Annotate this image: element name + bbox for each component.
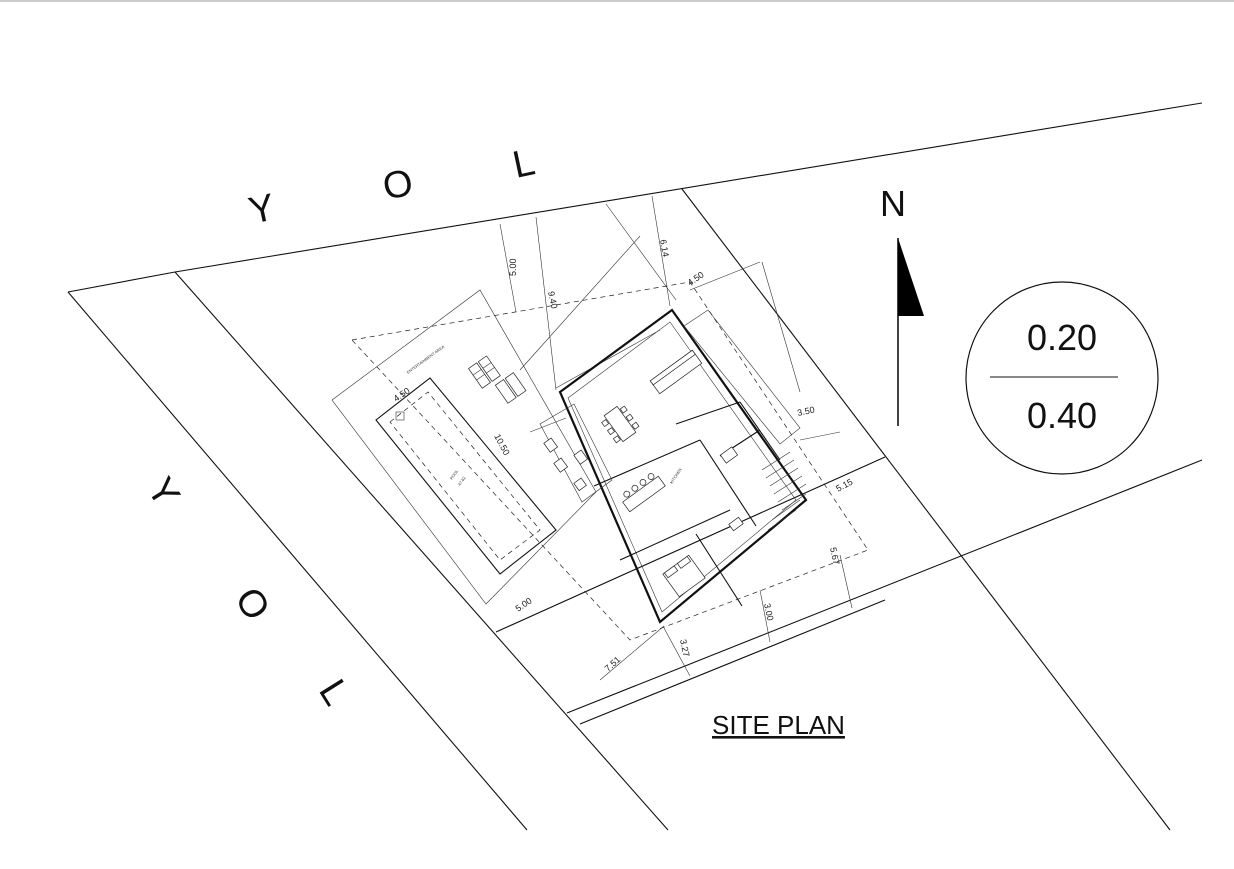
setback-line-12 (599, 625, 665, 681)
road-left-letter-3: L (310, 673, 357, 713)
lounger-3 (494, 379, 517, 404)
sofa (649, 349, 703, 395)
pool-outline (375, 377, 557, 575)
road-left-letter-1: Y (138, 471, 187, 515)
parcel-lines (495, 188, 1203, 831)
parcel-south-inner (579, 599, 886, 725)
lounger-4 (504, 372, 527, 397)
dim-3-50: 3.50 (796, 405, 815, 418)
road-left-edge-inner (174, 271, 669, 831)
parcel-mid-line (495, 456, 886, 633)
scale-bottom-value: 0.40 (1027, 395, 1097, 436)
dim-5-15: 5.15 (834, 477, 854, 494)
dining-table (601, 405, 640, 444)
partition-3 (675, 401, 741, 425)
plan-title: SITE PLAN (712, 710, 845, 740)
north-arrow: N (880, 183, 924, 426)
partition-7 (695, 533, 743, 607)
patio-outline (539, 403, 613, 503)
partition-2 (619, 509, 731, 561)
setback-line-2 (535, 216, 557, 391)
dim-10-50: 10.50 (492, 432, 511, 457)
dim-5-00-top: 5.00 (508, 258, 518, 276)
house-outer-wall (558, 308, 808, 624)
scale-top-value: 0.20 (1027, 317, 1097, 358)
setback-line-9 (839, 554, 853, 609)
road-top-edge (174, 102, 1203, 273)
setback-line-5 (519, 235, 641, 371)
pool-ladder (395, 411, 405, 421)
wc-fixture (719, 446, 739, 464)
road-left-edge-outer (67, 291, 528, 831)
dim-6-14: 6.14 (658, 239, 671, 258)
partition-1 (593, 439, 701, 487)
north-arrow-head (898, 238, 924, 316)
dim-5-67: 5.67 (828, 546, 841, 565)
house-inner-wall (567, 321, 797, 613)
pool-inner-dashed (389, 391, 541, 561)
scale-indicator: 0.20 0.40 (965, 281, 1159, 475)
lounger-1 (468, 362, 491, 389)
road-left-letter-2: O (226, 581, 277, 628)
setback-line-1 (499, 223, 517, 313)
dim-7-51: 7.51 (603, 654, 623, 673)
dim-3-00: 3.00 (762, 602, 775, 621)
pool-area-label: 47.62 (457, 475, 467, 487)
partition-4 (699, 439, 757, 527)
parcel-east-boundary (681, 188, 1171, 831)
terrace-outline (683, 309, 801, 445)
kitchen-label: KITCHEN (669, 467, 683, 484)
staircase (761, 451, 807, 531)
north-label: N (880, 183, 906, 224)
setback-line-4 (605, 203, 677, 301)
lounger-2 (477, 355, 501, 382)
setback-line-7 (689, 261, 761, 291)
road-corner-link (67, 271, 176, 293)
dim-9-40: 9.40 (546, 290, 559, 309)
basin-fixture (728, 516, 744, 532)
setback-line-13 (799, 431, 841, 441)
road-lines (67, 102, 1203, 831)
bed (662, 554, 706, 598)
entertainment-area-label: ENTERTAINMENT AREA (406, 344, 446, 375)
road-name-left: Y O L (138, 471, 357, 713)
sun-loungers (468, 355, 501, 389)
building-limit-dashed (351, 281, 869, 641)
setback-line-6 (555, 329, 661, 389)
house-footprint: KITCHEN (529, 308, 808, 624)
setback-line-11 (663, 627, 691, 677)
dim-5-00-left: 5.00 (514, 596, 534, 614)
kitchen-island (622, 473, 666, 513)
scale-circle (965, 281, 1159, 475)
sun-loungers-2 (494, 372, 527, 404)
setback-line-8 (761, 261, 801, 393)
road-top-letter-1: Y (245, 186, 279, 232)
dim-3-27: 3.27 (678, 638, 691, 657)
setback-line-10 (759, 589, 771, 643)
partition-6 (739, 401, 781, 461)
parcel-south-boundary (566, 459, 1203, 714)
road-top-letter-3: L (509, 141, 538, 186)
patio-furniture (529, 417, 589, 492)
road-top-letter-2: O (379, 162, 417, 209)
pool-label: POOL (449, 468, 460, 481)
